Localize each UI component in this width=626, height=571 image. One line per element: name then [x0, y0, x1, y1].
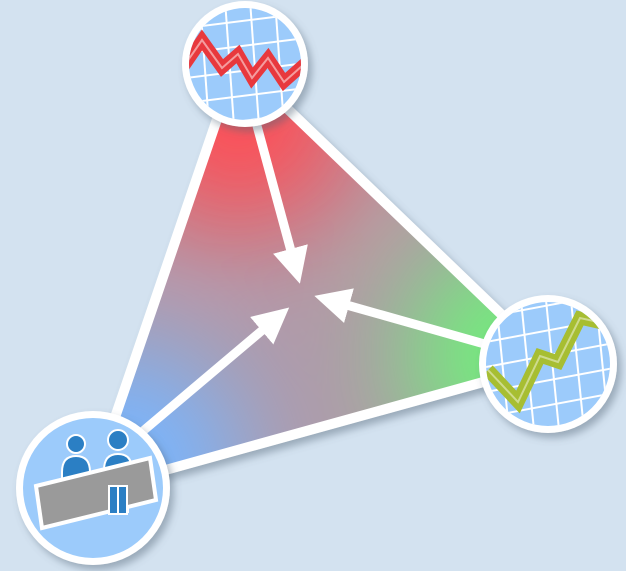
people-at-desk-icon	[16, 411, 170, 565]
falling-line-chart-icon	[182, 1, 308, 127]
rising-line-chart-icon	[479, 295, 617, 433]
arrow-from-left	[127, 307, 290, 446]
triangle-outline	[90, 61, 551, 491]
desk	[33, 455, 159, 531]
arrow-from-top	[245, 98, 308, 284]
